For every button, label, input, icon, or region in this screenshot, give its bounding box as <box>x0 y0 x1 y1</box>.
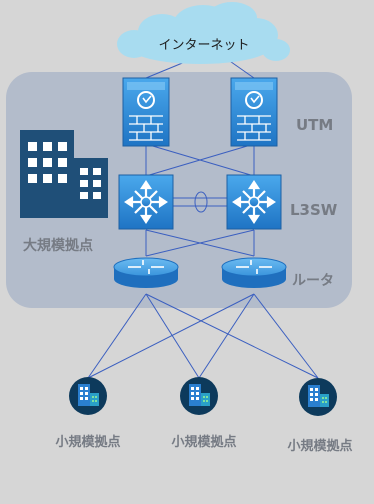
utm-firewall-icon <box>230 77 278 147</box>
layer-label-utm: UTM <box>296 116 333 134</box>
layer-label-router: ルータ <box>292 273 334 289</box>
building-icon <box>299 378 337 416</box>
router-icon <box>221 257 287 289</box>
router-icon <box>113 257 179 289</box>
branch-label: 小規模拠点 <box>287 438 352 454</box>
building-icon <box>20 130 108 218</box>
l3-switch-icon <box>117 173 175 231</box>
utm-firewall-icon <box>122 77 170 147</box>
network-links <box>87 49 319 379</box>
hq-label: 大規模拠点 <box>23 237 93 254</box>
l3-switch-icon <box>225 173 283 231</box>
branch-label: 小規模拠点 <box>55 434 120 450</box>
internet-label: インターネット <box>158 38 249 53</box>
building-icon <box>69 377 107 415</box>
cloud-icon <box>117 2 290 64</box>
branch-label: 小規模拠点 <box>171 434 236 450</box>
layer-label-l3sw: L3SW <box>290 201 338 219</box>
building-icon <box>180 377 218 415</box>
